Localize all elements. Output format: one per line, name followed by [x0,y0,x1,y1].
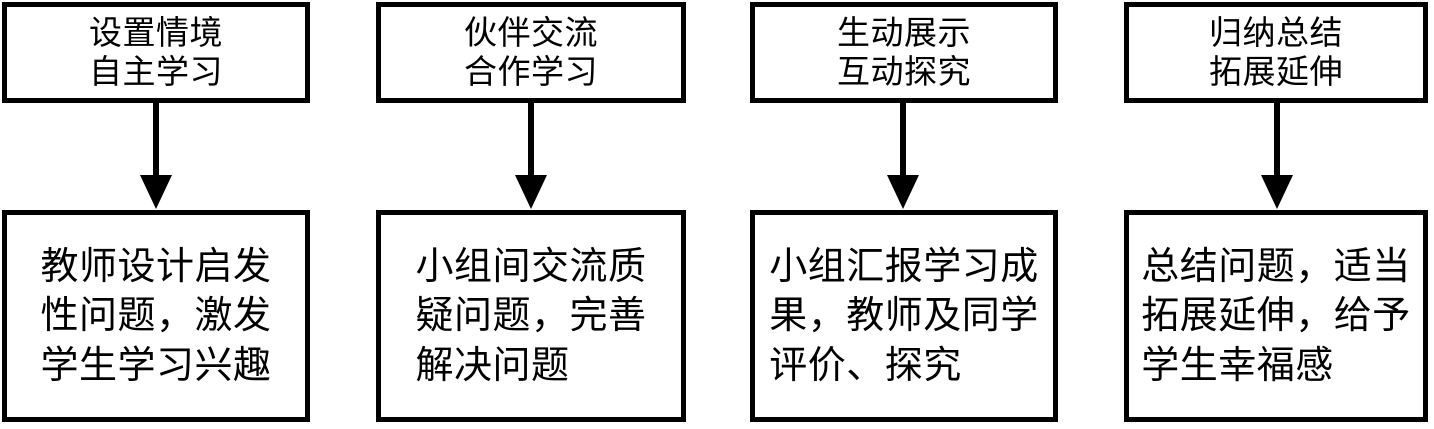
flow-column-1: 设置情境 自主学习 教师设计启发 性问题，激发 学生学习兴趣 [2,0,310,429]
flow-column-2: 伙伴交流 合作学习 小组间交流质 疑问题，完善 解决问题 [376,0,686,429]
stage-box-2[interactable]: 伙伴交流 合作学习 [376,2,686,103]
down-arrow-3 [883,101,923,211]
stage-box-1[interactable]: 设置情境 自主学习 [2,2,310,103]
stage-box-3-label: 生动展示 互动探究 [837,12,971,91]
description-box-4-label: 总结问题，适当 拓展延伸，给予 学生幸福感 [1141,243,1411,387]
stage-box-2-label: 伙伴交流 合作学习 [464,12,598,91]
flow-column-3: 生动展示 互动探究 小组汇报学习成 果，教师及同学 评价、探究 [750,0,1058,429]
description-box-3-label: 小组汇报学习成 果，教师及同学 评价、探究 [769,243,1039,387]
description-box-2-label: 小组间交流质 疑问题，完善 解决问题 [415,243,647,387]
flow-column-4: 归纳总结 拓展延伸 总结问题，适当 拓展延伸，给予 学生幸福感 [1124,0,1428,429]
down-arrow-4 [1257,101,1297,211]
description-box-3[interactable]: 小组汇报学习成 果，教师及同学 评价、探究 [750,210,1058,422]
stage-box-4[interactable]: 归纳总结 拓展延伸 [1124,2,1428,103]
stage-box-1-label: 设置情境 自主学习 [89,12,223,91]
down-arrow-2 [511,101,551,211]
description-box-4[interactable]: 总结问题，适当 拓展延伸，给予 学生幸福感 [1124,210,1428,422]
description-box-2[interactable]: 小组间交流质 疑问题，完善 解决问题 [376,210,686,422]
stage-box-4-label: 归纳总结 拓展延伸 [1209,12,1343,91]
description-box-1[interactable]: 教师设计启发 性问题，激发 学生学习兴趣 [2,210,310,422]
down-arrow-1 [136,101,176,211]
description-box-1-label: 教师设计启发 性问题，激发 学生学习兴趣 [40,243,272,387]
stage-box-3[interactable]: 生动展示 互动探究 [750,2,1058,103]
